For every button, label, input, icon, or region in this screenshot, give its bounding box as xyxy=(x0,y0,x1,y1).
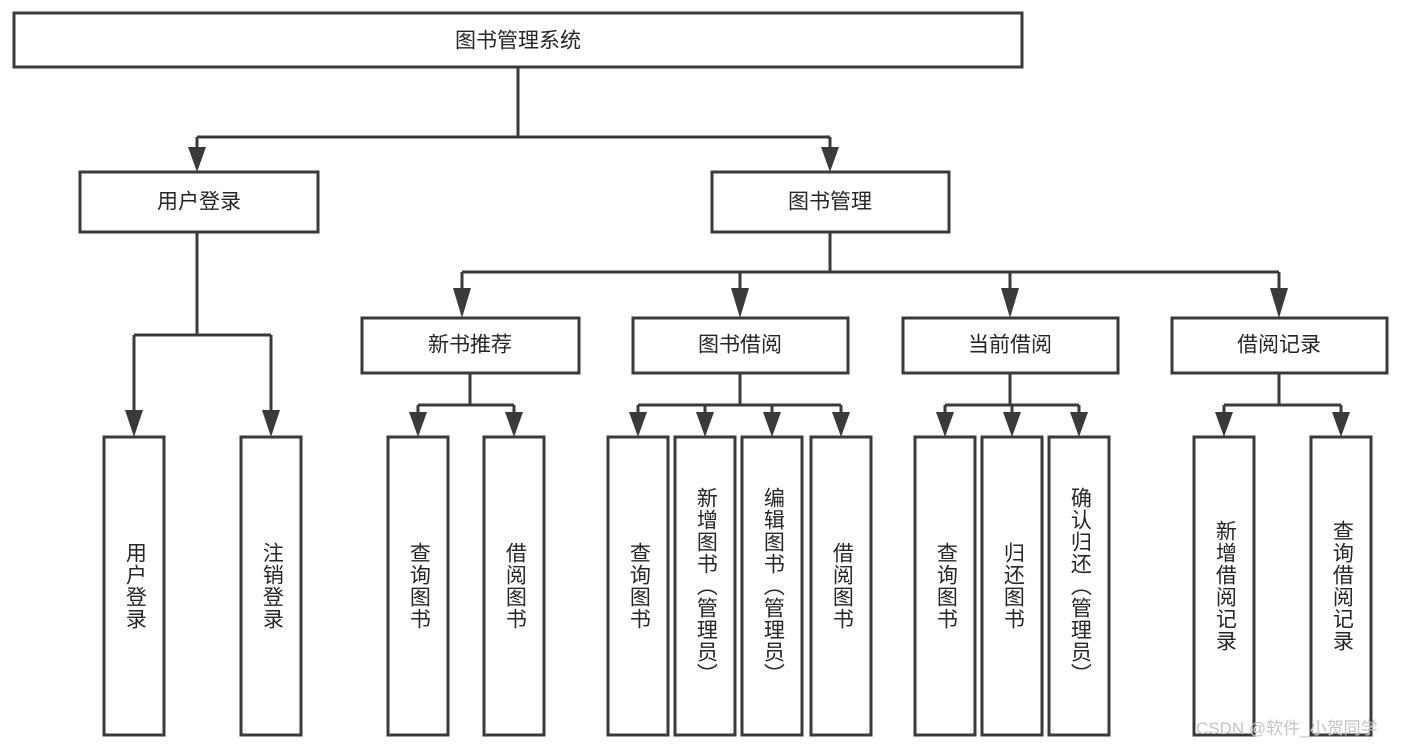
node-box-book-manage xyxy=(710,170,951,234)
node-box-book-borrow xyxy=(631,316,850,375)
node-label-borrow-record: 借阅记录 xyxy=(1237,334,1321,357)
node-box-root xyxy=(12,11,1024,69)
node-box-leaf-user-login-1 xyxy=(102,435,166,737)
arrow-bookmanage-to-borrow-record xyxy=(1270,288,1288,318)
node-box-user-login xyxy=(78,170,320,234)
arrow-userlogin-leaf-2 xyxy=(262,410,280,437)
node-box-leaf-new-book-2 xyxy=(482,435,546,737)
node-box-borrow-record xyxy=(1170,316,1389,375)
arrow-bookborrow-leaf-1 xyxy=(629,412,647,437)
node-box-leaf-book-borrow-2 xyxy=(673,435,737,737)
arrow-currentborrow-leaf-3 xyxy=(1070,412,1088,437)
node-box-leaf-book-borrow-4 xyxy=(809,435,873,737)
node-box-leaf-borrow-record-2 xyxy=(1309,435,1373,737)
node-box-leaf-book-borrow-1 xyxy=(606,435,670,737)
node-box-current-borrow xyxy=(901,316,1120,375)
node-label-user-login: 用户登录 xyxy=(157,191,241,214)
node-box-leaf-new-book-1 xyxy=(386,435,450,737)
arrow-bookmanage-to-current-borrow xyxy=(1001,288,1019,318)
arrow-root-to-book-manage xyxy=(821,147,839,172)
node-label-root: 图书管理系统 xyxy=(455,30,581,53)
horizontal-label-layer: 图书管理系统 用户登录 图书管理 新书推荐 图书借阅 当前借阅 借阅记录 xyxy=(157,30,1321,357)
arrow-newbook-leaf-1 xyxy=(409,412,427,437)
connector-layer xyxy=(125,67,1350,437)
node-box-layer xyxy=(12,11,1389,737)
arrow-newbook-leaf-2 xyxy=(505,412,523,437)
arrow-userlogin-leaf-1 xyxy=(125,410,143,437)
node-label-book-manage: 图书管理 xyxy=(788,191,872,214)
node-box-leaf-current-borrow-1 xyxy=(913,435,977,737)
node-box-leaf-current-borrow-2 xyxy=(980,435,1044,737)
node-box-new-book-recommend xyxy=(360,316,581,375)
node-label-current-borrow: 当前借阅 xyxy=(968,334,1052,357)
arrow-bookborrow-leaf-4 xyxy=(832,412,850,437)
node-box-leaf-current-borrow-3 xyxy=(1047,435,1111,737)
node-label-book-borrow: 图书借阅 xyxy=(698,334,782,357)
arrow-bookborrow-leaf-2 xyxy=(696,412,714,437)
arrow-borrowrecord-leaf-1 xyxy=(1215,412,1233,437)
arrow-bookborrow-leaf-3 xyxy=(763,412,781,437)
arrow-bookmanage-to-new-book xyxy=(453,288,471,318)
node-box-leaf-book-borrow-3 xyxy=(740,435,804,737)
node-label-new-book-recommend: 新书推荐 xyxy=(428,334,512,357)
arrow-root-to-user-login xyxy=(188,147,206,172)
arrow-borrowrecord-leaf-2 xyxy=(1332,412,1350,437)
node-box-leaf-borrow-record-1 xyxy=(1192,435,1256,737)
arrow-bookmanage-to-book-borrow xyxy=(731,288,749,318)
csdn-watermark: CSDN @软件_小贺同学 xyxy=(1196,719,1378,738)
arrow-currentborrow-leaf-1 xyxy=(936,412,954,437)
node-box-leaf-user-login-2 xyxy=(239,435,303,737)
arrow-currentborrow-leaf-2 xyxy=(1003,412,1021,437)
